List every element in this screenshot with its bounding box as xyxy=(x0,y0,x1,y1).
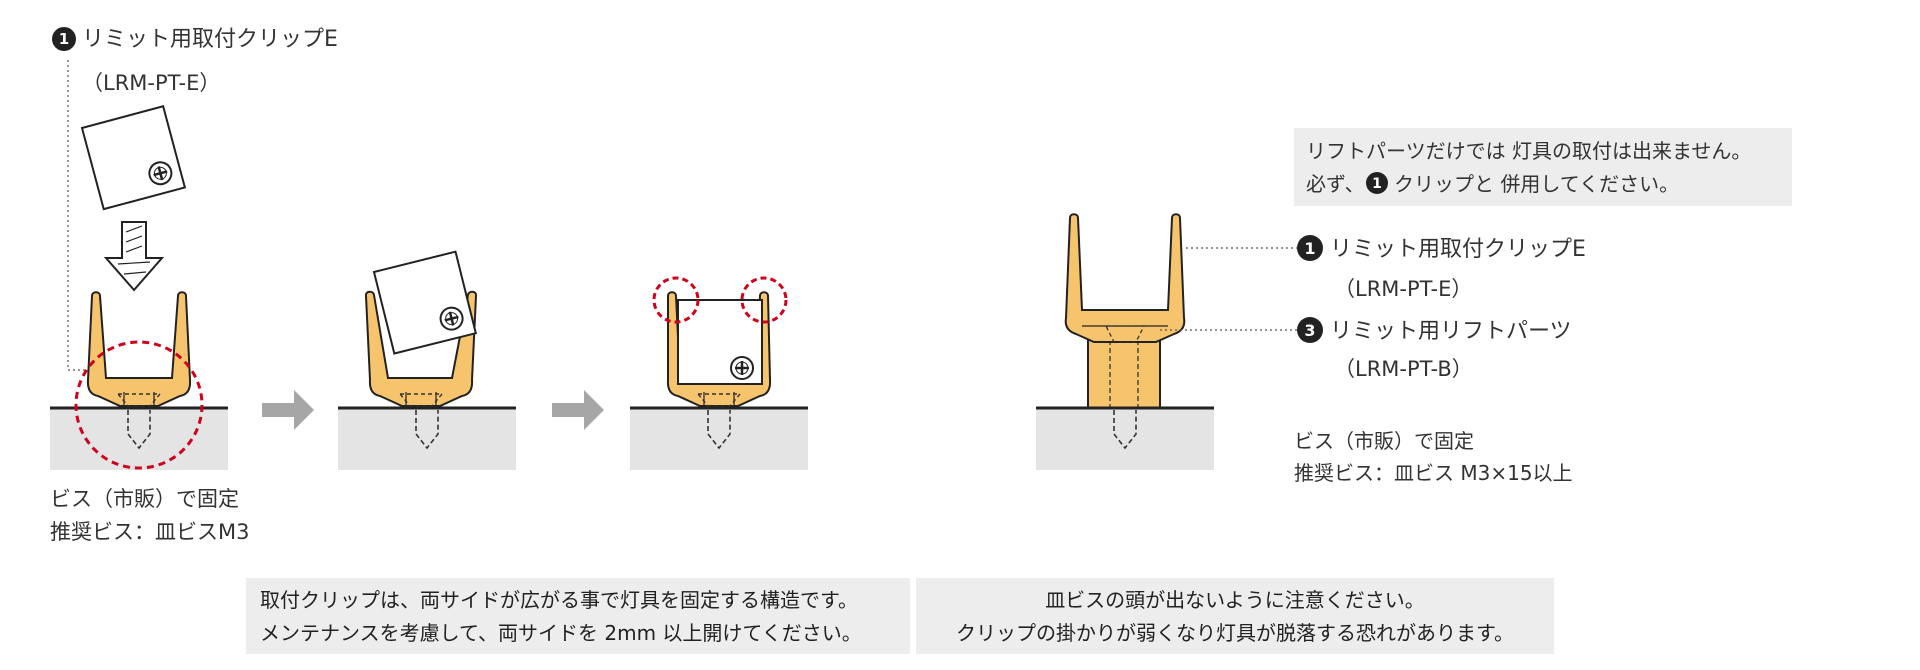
svg-text:1: 1 xyxy=(1304,239,1315,258)
lift-part-block xyxy=(1087,339,1161,409)
bottom-right-line-2: クリップの掛かりが弱くなり灯具が脱落する恐れがあります。 xyxy=(956,621,1514,645)
right-screw-fix-label: ビス（市販）で固定 xyxy=(1294,429,1474,453)
note-line-2a: 必ず、 xyxy=(1306,172,1365,196)
note-line-2b: クリップと 併用してください。 xyxy=(1394,172,1679,196)
part3-code-label: （LRM-PT-B） xyxy=(1334,357,1473,381)
bottom-left-line-1: 取付クリップは、両サイドが広がる事で灯具を固定する構造です。 xyxy=(260,588,858,612)
right-recommended-screw-label: 推奨ビス：皿ビス M3×15以上 xyxy=(1294,461,1573,485)
highlight-circle-right xyxy=(740,276,788,324)
part3-badge-icon xyxy=(1297,317,1323,343)
lamp-box-fixed xyxy=(677,299,763,385)
bottom-left-line-2: メンテナンスを考慮して、両サイドを 2mm 以上開けてください。 xyxy=(260,621,862,645)
bottom-note-right-box xyxy=(916,578,1554,654)
badge-number: 1 xyxy=(59,30,69,48)
step1-diagram: 1 リミット用取付クリップE （LRM-PT-E） ビス（市販）で固定 推奨ビス… xyxy=(48,27,338,544)
screw-fix-label: ビス（市販）で固定 xyxy=(50,487,239,511)
part1-name-label: リミット用取付クリップE xyxy=(1330,237,1586,262)
clip-e-shape xyxy=(86,291,192,407)
step3-diagram xyxy=(628,276,810,472)
down-arrow-icon xyxy=(103,221,165,292)
badge-1-icon xyxy=(52,27,76,51)
highlight-circle-left xyxy=(652,276,700,324)
clip-code-label: （LRM-PT-E） xyxy=(82,71,220,95)
highlight-circle xyxy=(74,340,204,470)
bottom-right-line-1: 皿ビスの頭が出ないように注意ください。 xyxy=(1045,588,1425,612)
arrow-right-icon xyxy=(552,390,604,430)
svg-text:3: 3 xyxy=(1304,321,1315,340)
part3-name-label: リミット用リフトパーツ xyxy=(1330,319,1572,344)
assembly-diagram xyxy=(1034,213,1300,472)
svg-text:1: 1 xyxy=(1372,176,1382,192)
clip-e-assembled-shape xyxy=(1064,213,1186,343)
part1-code-label: （LRM-PT-E） xyxy=(1334,277,1472,301)
clip-name-label: リミット用取付クリップE xyxy=(82,27,338,52)
lamp-box xyxy=(80,105,187,211)
note-line-1: リフトパーツだけでは 灯具の取付は出来ません。 xyxy=(1306,139,1751,163)
note-badge-icon xyxy=(1366,172,1388,194)
recommended-screw-label: 推奨ビス：皿ビスM3 xyxy=(50,520,249,544)
step2-diagram xyxy=(336,250,518,472)
part1-badge-icon xyxy=(1297,235,1323,261)
arrow-right-icon xyxy=(262,390,314,430)
clip-e-open-shape xyxy=(364,290,478,407)
bottom-note-left-box xyxy=(246,578,910,654)
